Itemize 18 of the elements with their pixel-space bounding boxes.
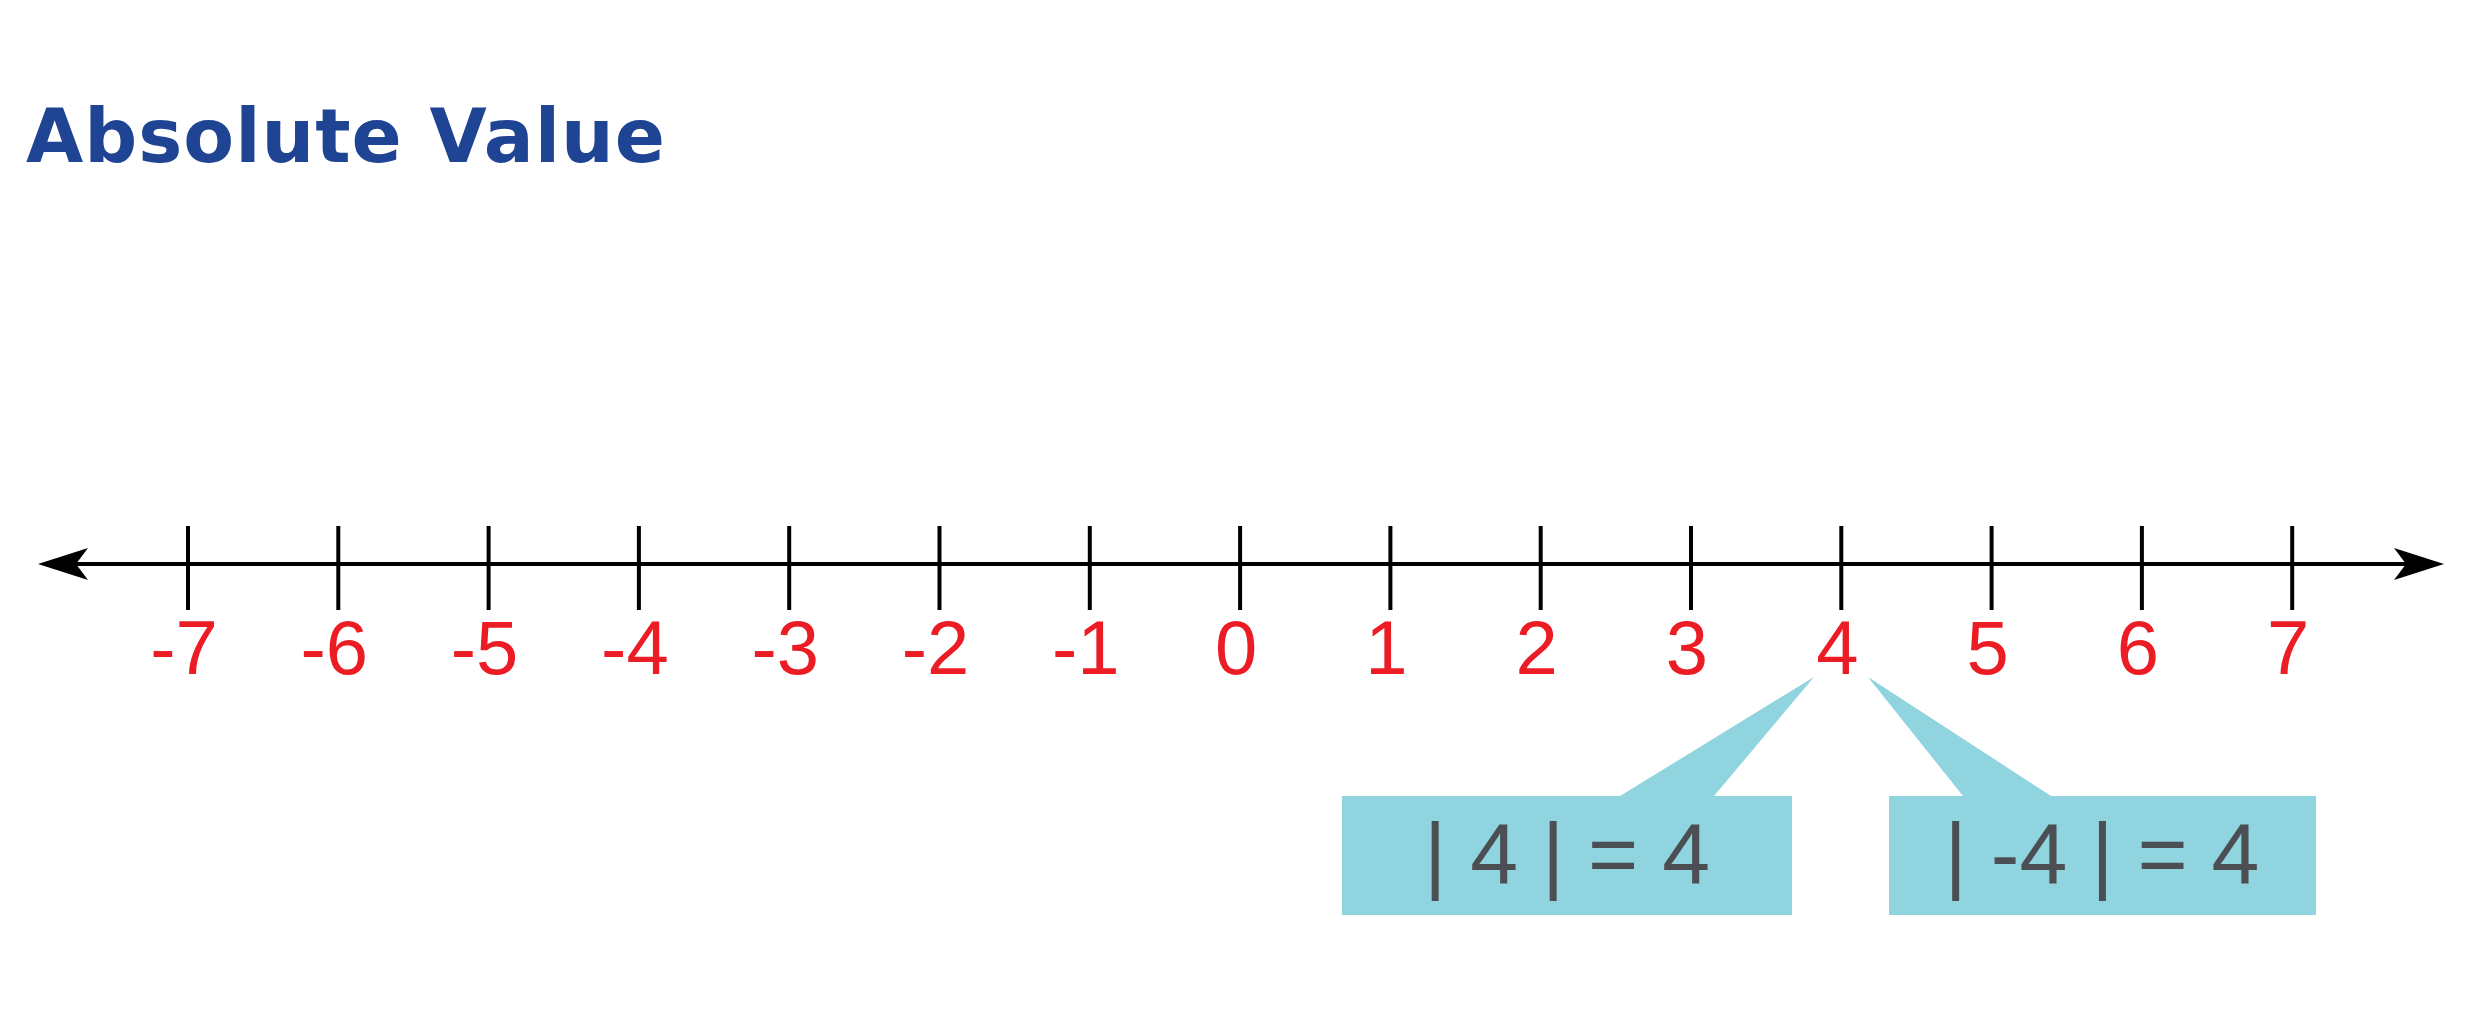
- tick-label: 7: [2267, 610, 2310, 686]
- tick-label: -6: [300, 610, 369, 686]
- tick-label: -3: [751, 610, 819, 686]
- tick-label: -5: [450, 610, 519, 686]
- tick-label: 2: [1515, 610, 1558, 686]
- tick-label: 0: [1214, 610, 1258, 686]
- tick-label: -1: [1052, 610, 1120, 686]
- formula-text: | -4 | = 4: [1944, 804, 2260, 903]
- tick-label: -7: [150, 610, 218, 686]
- tick-label: 4: [1816, 610, 1859, 686]
- tick-label: 5: [1966, 610, 2009, 686]
- tick-label: -4: [601, 610, 669, 686]
- tick-label: -2: [901, 610, 970, 686]
- tick-label: 6: [2116, 610, 2160, 686]
- title: Absolute Value: [26, 96, 666, 178]
- tick-label: 1: [1365, 610, 1408, 686]
- formula-text: | 4 | = 4: [1423, 804, 1711, 903]
- tick-label: 3: [1665, 610, 1709, 686]
